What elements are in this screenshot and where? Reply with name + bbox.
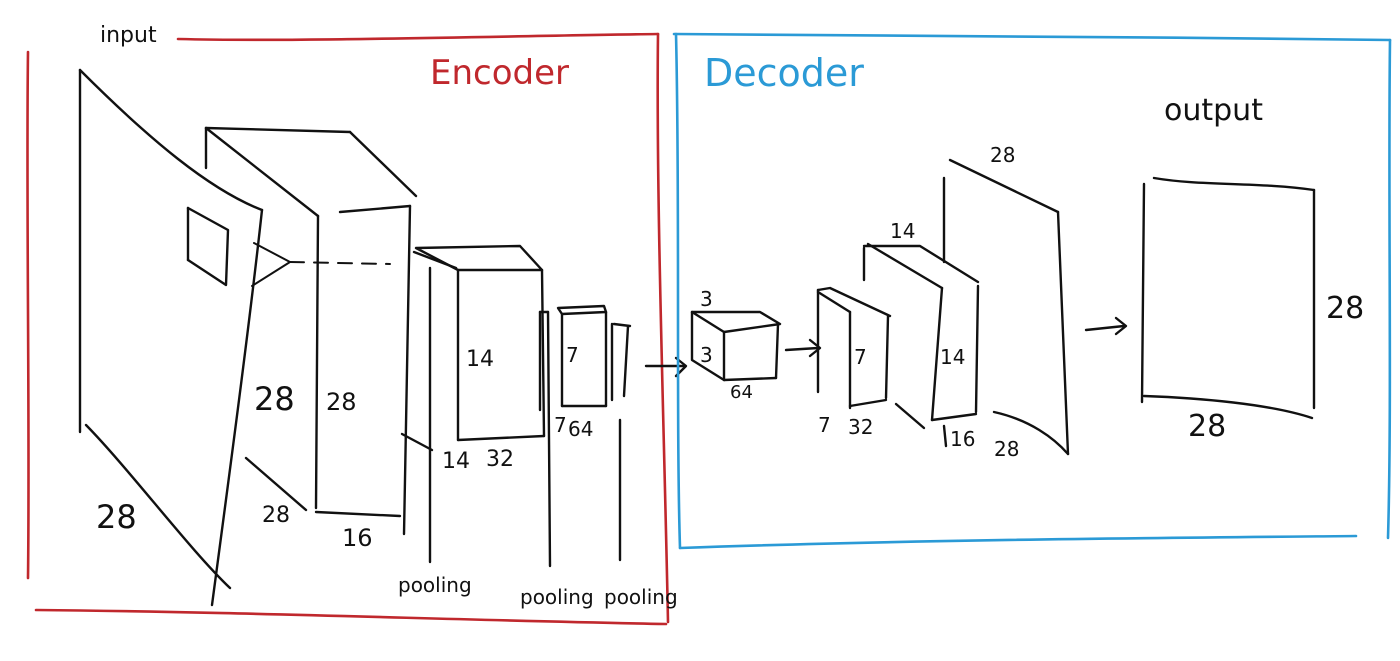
decoder-block2-width-label: 7	[818, 413, 831, 437]
decoder-block-1	[690, 310, 782, 382]
decoder-block1-top-label: 3	[700, 287, 713, 311]
conv2-width-label: 14	[442, 449, 470, 474]
decoder-block-2	[816, 286, 892, 410]
decoder-block4-bottom-label: 28	[994, 437, 1019, 461]
input-label: input	[100, 23, 157, 48]
conv3-block	[556, 304, 608, 408]
pooling-layer-3	[610, 322, 632, 562]
decoder-arrow-1	[784, 338, 822, 358]
decoder-block3-height-label: 14	[940, 345, 965, 369]
input-depth-label: 28	[96, 498, 137, 536]
conv3-width-label: 7	[554, 413, 567, 437]
conv3-height-label: 7	[566, 343, 579, 367]
conv1-depth-label: 16	[342, 524, 373, 552]
pooling-layer-1	[400, 250, 458, 564]
decoder-block-4	[942, 158, 1070, 456]
decoder-title: Decoder	[704, 51, 864, 95]
decoder-frame	[672, 32, 1392, 550]
conv1-height-label: 28	[262, 503, 290, 528]
decoder-block-3	[862, 242, 980, 448]
pooling-layer-2	[538, 310, 552, 568]
conv1-block	[204, 126, 418, 536]
conv1-width-label: 28	[326, 388, 357, 416]
conv2-depth-label: 32	[486, 447, 514, 472]
conv2-block	[414, 244, 546, 442]
output-label: output	[1164, 93, 1263, 128]
decoder-block1-depth-label: 64	[730, 382, 753, 403]
conv3-depth-label: 64	[568, 417, 593, 441]
encoder-frame	[26, 32, 670, 626]
encoder-title: Encoder	[430, 53, 569, 93]
decoder-arrow-2	[1084, 316, 1128, 336]
encoder-to-decoder-arrow	[644, 356, 688, 378]
input-plane	[78, 68, 391, 607]
decoder-block2-depth-label: 32	[848, 415, 873, 439]
decoder-block2-height-label: 7	[854, 345, 867, 369]
decoder-block3-top-label: 14	[890, 219, 915, 243]
decoder-block1-side-label: 3	[700, 343, 713, 367]
decoder-block4-top-label: 28	[990, 143, 1015, 167]
pooling-label-3: pooling	[604, 585, 678, 609]
output-width-label: 28	[1188, 409, 1226, 444]
input-height-label: 28	[254, 380, 295, 418]
conv2-height-label: 14	[466, 347, 494, 372]
decoder-block3-depth-label: 16	[950, 427, 975, 451]
pooling-label-2: pooling	[520, 585, 594, 609]
output-plane	[1140, 176, 1316, 420]
pooling-label-1: pooling	[398, 573, 472, 597]
output-height-label: 28	[1326, 291, 1364, 326]
